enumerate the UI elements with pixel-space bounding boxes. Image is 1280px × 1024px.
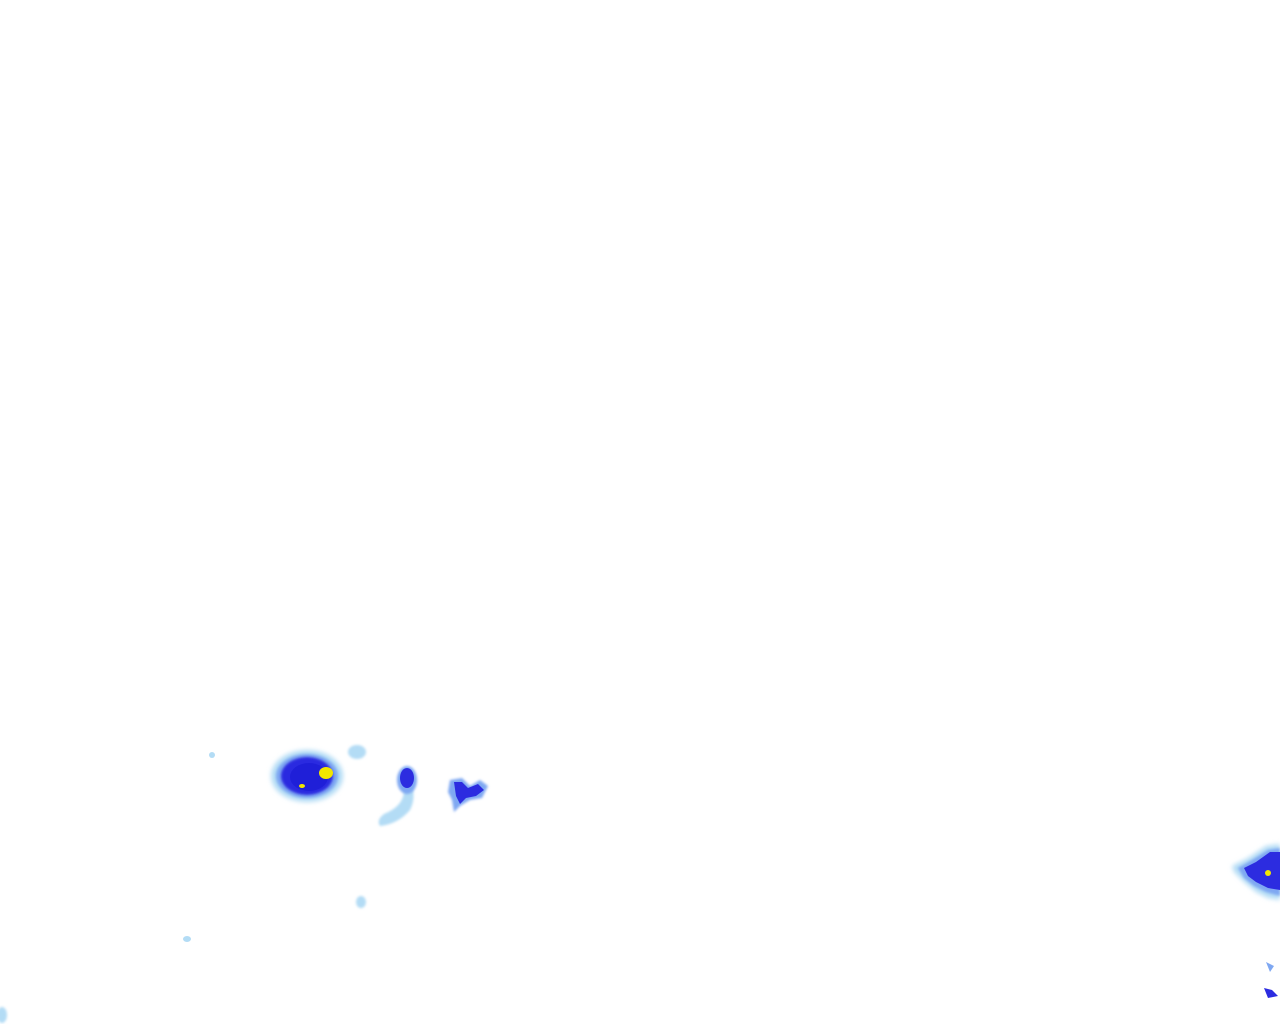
precip-cell-hook <box>378 766 417 826</box>
precip-speck <box>356 896 366 908</box>
precip-speck <box>0 1007 7 1023</box>
precip-speck <box>1266 962 1274 972</box>
precip-cell-ragged <box>448 778 488 812</box>
precip-speck <box>183 936 191 942</box>
precip-speck <box>209 752 215 758</box>
precip-cell-right-edge <box>1232 844 1280 900</box>
precip-cell-small <box>348 745 366 759</box>
precip-cell-main <box>271 750 343 802</box>
precip-speck <box>1264 988 1278 998</box>
